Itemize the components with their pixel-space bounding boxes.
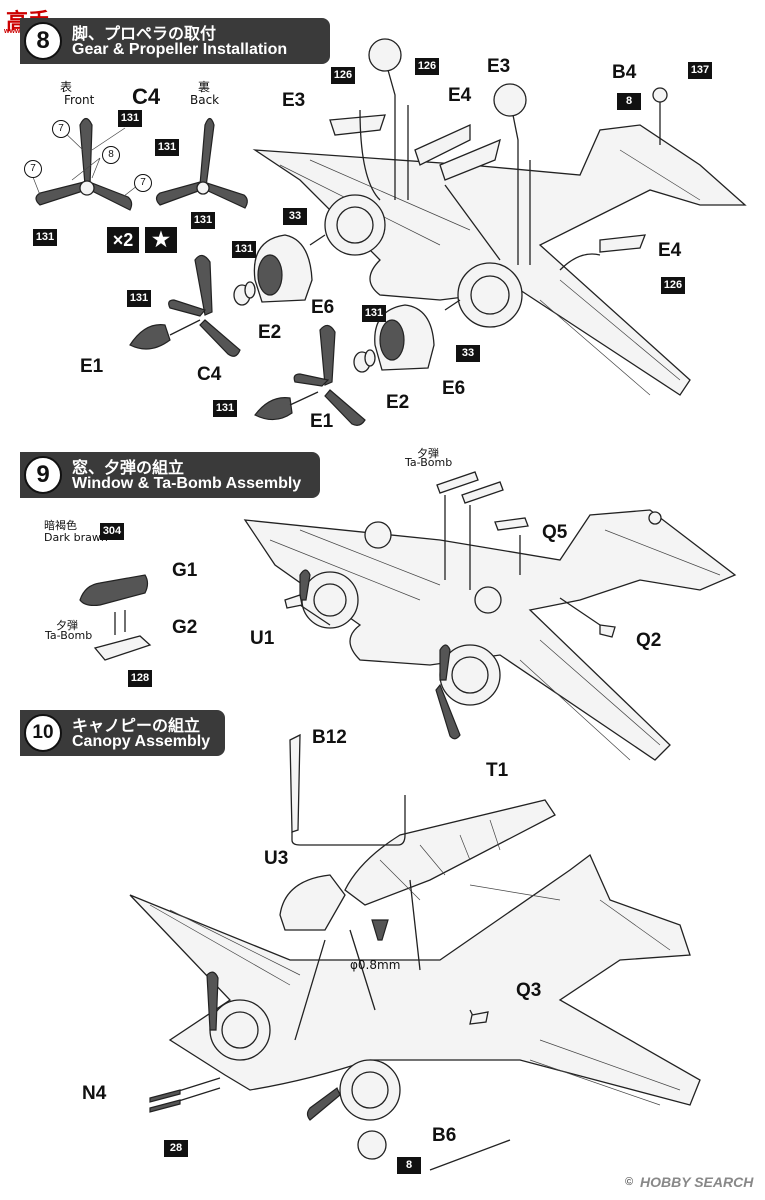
paint-126-c: 126 xyxy=(661,277,685,294)
part-t1: T1 xyxy=(486,760,509,781)
back-label-en: Back xyxy=(190,93,220,107)
paint-131-b: 131 xyxy=(33,229,57,246)
part-e3-left: E3 xyxy=(282,90,306,111)
tabomb-label-en: Ta-Bomb xyxy=(45,629,93,642)
part-c4-mid: C4 xyxy=(197,364,222,385)
part-e2-lower: E2 xyxy=(386,392,410,413)
part-e6-upper: E6 xyxy=(311,297,335,318)
paint-28: 28 xyxy=(164,1140,188,1157)
tabomb-label-jp-top: 夕弾 xyxy=(417,447,439,460)
part-e3-right: E3 xyxy=(487,56,511,77)
aircraft-step8 xyxy=(252,38,747,396)
part-b12: B12 xyxy=(312,727,347,748)
part-e1-upper: E1 xyxy=(80,356,104,377)
step10-number: 10 xyxy=(24,714,62,752)
part-e6-lower: E6 xyxy=(442,378,466,399)
step10-header: 10 キャノピーの組立 Canopy Assembly xyxy=(20,710,225,756)
aircraft-step9 xyxy=(243,509,737,761)
watermark-hobbysearch: HOBBY SEARCH xyxy=(640,1174,754,1190)
step8-number: 8 xyxy=(24,22,62,60)
marker-8: 8 xyxy=(102,146,120,164)
copyright-mark: © xyxy=(625,1176,634,1188)
bomb-parts-detail xyxy=(79,574,152,661)
propeller-back-drawing xyxy=(155,117,248,209)
paint-8-step8: 8 xyxy=(617,93,641,110)
step8-title-en: Gear & Propeller Installation xyxy=(72,41,288,58)
step9-number: 9 xyxy=(24,456,62,494)
part-e4-top: E4 xyxy=(448,85,472,106)
marker-7-a: 7 xyxy=(52,120,70,138)
propeller-front-drawing xyxy=(35,117,133,211)
dark-brown-en: Dark brawn xyxy=(44,531,108,544)
front-label-en: Front xyxy=(64,93,95,107)
step9-header: 9 窓、夕弾の組立 Window & Ta-Bomb Assembly xyxy=(20,452,320,498)
part-u1: U1 xyxy=(250,628,275,649)
paint-126-a: 126 xyxy=(331,67,355,84)
marker-7-b: 7 xyxy=(24,160,42,178)
step9-title-en: Window & Ta-Bomb Assembly xyxy=(72,475,302,492)
paint-137: 137 xyxy=(688,62,712,79)
part-b4: B4 xyxy=(612,62,637,83)
paint-128: 128 xyxy=(128,670,152,687)
part-e2-upper: E2 xyxy=(258,322,282,343)
paint-33-b: 33 xyxy=(456,345,480,362)
paint-126-b: 126 xyxy=(415,58,439,75)
part-e4-right: E4 xyxy=(658,240,682,261)
part-q5: Q5 xyxy=(542,522,568,543)
paint-131-h: 131 xyxy=(213,400,237,417)
part-b6: B6 xyxy=(432,1125,457,1146)
quantity-badge: ×2 xyxy=(107,227,139,253)
part-g2: G2 xyxy=(172,617,198,638)
part-u3: U3 xyxy=(264,848,289,869)
front-label-jp: 表 xyxy=(60,80,73,94)
paint-131-e: 131 xyxy=(232,241,256,258)
tabomb-label-jp: 夕弾 xyxy=(56,619,78,632)
ta-bomb-parts-step9 xyxy=(284,471,616,638)
paint-131-f: 131 xyxy=(127,290,151,307)
step8-header: 8 脚、プロペラの取付 Gear & Propeller Installatio… xyxy=(20,18,330,64)
paint-131-a: 131 xyxy=(118,110,142,127)
step8-title-jp: 脚、プロペラの取付 xyxy=(72,24,217,43)
step10-title-en: Canopy Assembly xyxy=(72,733,211,750)
spinner-assembly-upper xyxy=(129,234,313,357)
marker-7-c: 7 xyxy=(134,174,152,192)
canopy-parts xyxy=(279,733,556,1041)
tabomb-label-en-top: Ta-Bomb xyxy=(405,456,453,469)
paint-131-d: 131 xyxy=(191,212,215,229)
star-badge: ★ xyxy=(145,227,177,253)
drill-size: φ0.8mm xyxy=(350,958,401,972)
part-c4-top: C4 xyxy=(132,84,161,109)
back-label-jp: 裏 xyxy=(198,80,211,94)
step9-title-jp: 窓、夕弾の組立 xyxy=(72,458,185,477)
paint-33-a: 33 xyxy=(283,208,307,225)
paint-8-step10: 8 xyxy=(397,1157,421,1174)
step10-title-jp: キャノピーの組立 xyxy=(72,716,201,735)
dark-brown-jp: 暗褐色 xyxy=(44,519,77,532)
part-e1-lower: E1 xyxy=(310,411,334,432)
part-q3: Q3 xyxy=(516,980,542,1001)
paint-131-c: 131 xyxy=(155,139,179,156)
paint-304: 304 xyxy=(100,523,124,540)
part-n4: N4 xyxy=(82,1083,107,1104)
part-g1: G1 xyxy=(172,560,198,581)
paint-131-g: 131 xyxy=(362,305,386,322)
aircraft-step10 xyxy=(129,853,701,1171)
spinner-assembly-lower xyxy=(254,304,435,426)
part-q2: Q2 xyxy=(636,630,662,651)
